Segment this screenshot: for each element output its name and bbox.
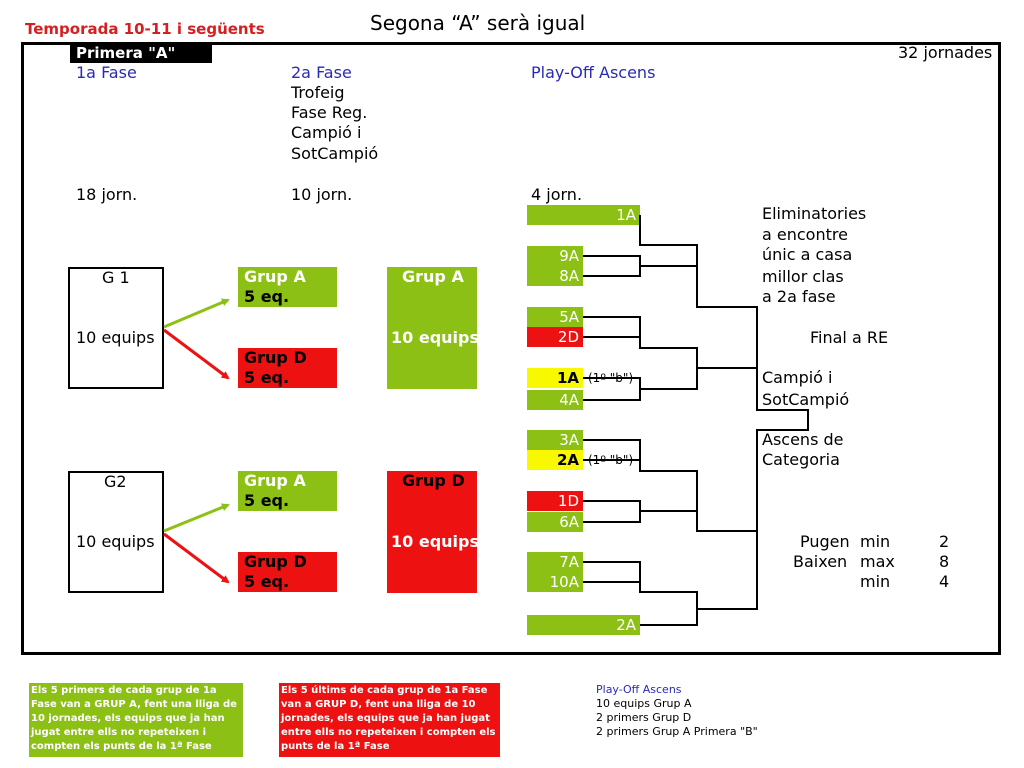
split-g2-d (238, 552, 337, 592)
seed-2a-b: 2A (527, 450, 583, 470)
arrow-g2-to-d (163, 532, 230, 584)
footnote-playoff-title: Play-Off Ascens (596, 683, 682, 696)
seed-6a: 6A (527, 512, 583, 532)
split-g1-d-line2: 5 eq. (244, 368, 290, 387)
bracket-r2-a (639, 215, 698, 267)
phase2-desc-1: Trofeig (291, 83, 345, 102)
bracket-r2-d (639, 572, 698, 626)
elim-note-2: a encontre (762, 225, 848, 244)
season-title: Temporada 10-11 i següents (25, 20, 265, 38)
move-row-1-label: Pugen (800, 532, 850, 551)
footnote-playoff-line-3: 2 primers Grup A Primera "B" (596, 725, 758, 738)
group-g1-teams: 10 equips (76, 328, 155, 347)
seed-2a: 2A (527, 615, 640, 635)
seed-7a: 7A (527, 552, 583, 572)
move-row-1-value: 2 (939, 532, 950, 551)
move-row-2-value: 8 (939, 552, 950, 571)
phase1-rounds: 18 jorn. (76, 185, 138, 204)
bracket-r2-b (639, 327, 698, 390)
seed-3a: 3A (527, 430, 583, 450)
elim-note-3: únic a casa (762, 245, 853, 264)
footnote-playoff-line-2: 2 primers Grup D (596, 711, 692, 724)
merged-group-d-name: Grup D (402, 471, 465, 490)
phase1-label: 1a Fase (76, 63, 137, 82)
group-g2-teams: 10 equips (76, 532, 155, 551)
seed-2d: 2D (527, 327, 583, 347)
phase2-desc-2: Fase Reg. (291, 103, 368, 122)
move-row-3-value: 4 (939, 572, 950, 591)
merged-group-d-teams: 10 equips (391, 532, 479, 551)
playoff-rounds: 4 jorn. (531, 185, 583, 204)
arrow-g1-to-d (163, 328, 230, 380)
bracket-r2-c (639, 450, 698, 512)
footnote-playoff-line-1: 10 equips Grup A (596, 697, 692, 710)
seed-1d: 1D (527, 491, 583, 511)
merged-group-a-name: Grup A (402, 267, 464, 286)
seed-4a: 4A (527, 390, 583, 410)
seed-10a: 10A (527, 572, 583, 592)
ascens-note-1: Ascens de (762, 430, 844, 449)
seed-9a: 9A (527, 246, 583, 266)
division-label: Primera "A" (70, 43, 212, 63)
playoff-label: Play-Off Ascens (531, 63, 656, 82)
bracket-final (756, 337, 809, 531)
elim-note-1: Eliminatories (762, 204, 867, 223)
ascens-note-2: Categoria (762, 450, 840, 469)
bracket-r1-d (583, 439, 641, 461)
seed-5a: 5A (527, 307, 583, 327)
move-row-1-kind: min (860, 532, 891, 551)
move-row-3-kind: min (860, 572, 891, 591)
footnote-red: Els 5 últims de cada grup de 1a Fase van… (279, 683, 500, 757)
seed-8a: 8A (527, 266, 583, 286)
champ-note-2: SotCampió (762, 390, 850, 409)
split-g2-d-line1: Grup D (244, 552, 307, 571)
arrow-g1-to-a (163, 298, 230, 329)
footnote-green: Els 5 primers de cada grup de 1a Fase va… (29, 683, 243, 757)
seed-1a: 1A (527, 205, 640, 225)
arrow-g2-to-a (163, 503, 230, 533)
diagram-frame (21, 42, 1001, 655)
phase2-desc-4: SotCampió (291, 144, 379, 163)
bracket-r1-f (583, 561, 641, 583)
split-g1-d (238, 348, 337, 388)
merged-group-a-teams: 10 equips (391, 328, 479, 347)
split-g2-d-line2: 5 eq. (244, 572, 290, 591)
division-rounds: 32 jornades (898, 43, 993, 62)
bracket-r3-a (696, 256, 758, 369)
bracket-r1-c (583, 377, 641, 401)
page-title: Segona “A” serà igual (370, 11, 586, 35)
final-note: Final a RE (810, 328, 889, 347)
split-g1-a-line2: 5 eq. (244, 287, 290, 306)
elim-note-4: millor clas (762, 267, 844, 286)
champ-note-1: Campió i (762, 368, 833, 387)
phase2-rounds: 10 jorn. (291, 185, 353, 204)
split-g2-a-line1: Grup A (244, 471, 306, 490)
move-row-2-kind: max (860, 552, 895, 571)
split-g1-a-line1: Grup A (244, 267, 306, 286)
elim-note-5: a 2a fase (762, 287, 836, 306)
bracket-r1-e (583, 500, 641, 523)
split-g1-d-line1: Grup D (244, 348, 307, 367)
merged-group-a (387, 267, 477, 389)
bracket-r1-b (583, 316, 641, 338)
group-g2-box (68, 471, 164, 593)
move-row-2-label: Baixen (793, 552, 848, 571)
phase2-label: 2a Fase (291, 63, 352, 82)
seed-1a-b: 1A (527, 368, 583, 388)
bracket-r1-a (583, 255, 641, 277)
group-g1-box (68, 267, 164, 389)
split-g2-a (238, 471, 337, 511)
bracket-r3-b (696, 491, 758, 610)
split-g1-a (238, 267, 337, 307)
group-g1-name: G 1 (102, 268, 130, 287)
split-g2-a-line2: 5 eq. (244, 491, 290, 510)
merged-group-d (387, 471, 477, 593)
group-g2-name: G2 (104, 472, 127, 491)
phase2-desc-3: Campió i (291, 123, 362, 142)
